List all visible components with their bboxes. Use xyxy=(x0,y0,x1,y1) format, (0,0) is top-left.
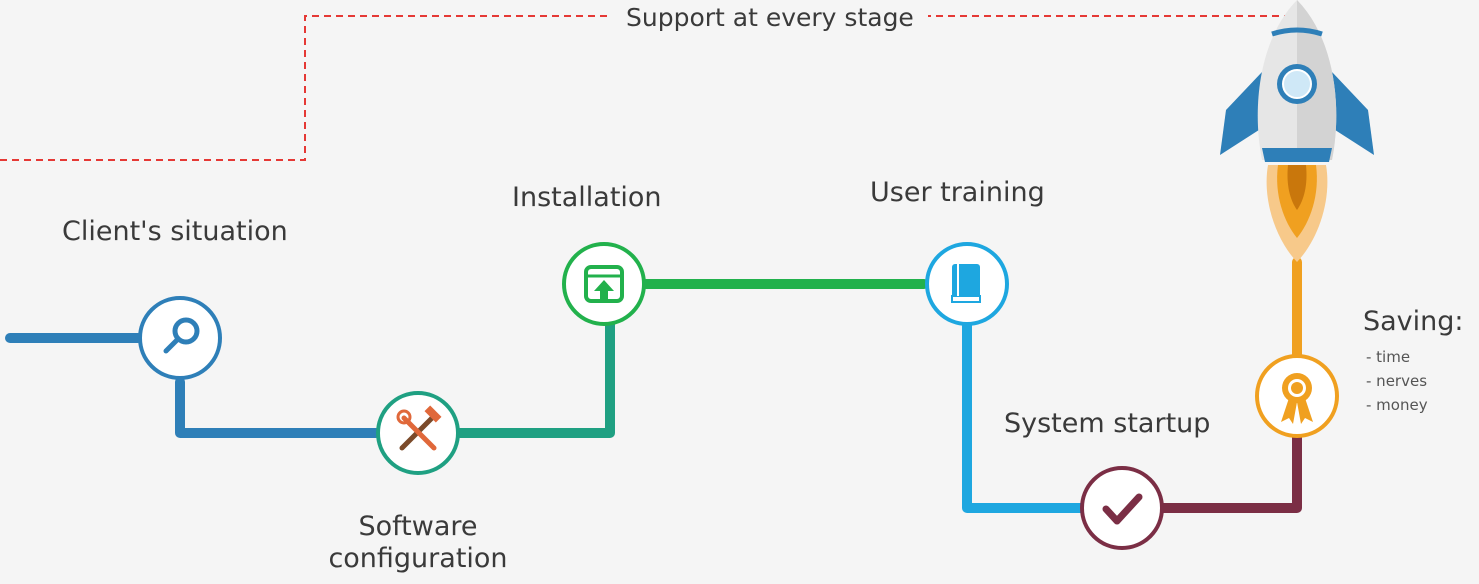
label-installation: Installation xyxy=(512,182,662,213)
stage-node-software-configuration xyxy=(376,391,460,475)
label-software-line2: configuration xyxy=(328,543,508,574)
install-window-icon xyxy=(584,265,624,303)
magnifier-icon xyxy=(163,317,200,354)
label-saving: Saving: xyxy=(1363,306,1464,337)
checkmark-icon xyxy=(1102,493,1143,525)
saving-item: - time xyxy=(1366,348,1411,366)
stage-node-installation xyxy=(562,242,646,326)
stage-node-user-training xyxy=(925,242,1009,326)
support-dashed-line xyxy=(0,15,1290,161)
connector-lines xyxy=(5,257,1302,513)
label-software-configuration: Software configuration xyxy=(318,511,518,575)
stage-node-saving xyxy=(1255,354,1339,438)
label-system-startup: System startup xyxy=(1004,408,1211,439)
label-client-situation: Client's situation xyxy=(62,216,288,247)
stage-node-system-startup xyxy=(1080,466,1164,550)
stage-node-client-situation xyxy=(138,296,222,380)
rocket-icon xyxy=(1220,0,1374,262)
award-ribbon-icon xyxy=(1281,373,1313,424)
tools-icon xyxy=(396,405,442,451)
support-banner: Support at every stage xyxy=(612,3,928,33)
book-icon xyxy=(951,264,981,303)
saving-item: - money xyxy=(1366,396,1428,414)
saving-item: - nerves xyxy=(1366,372,1428,390)
label-software-line1: Software xyxy=(358,511,478,542)
label-user-training: User training xyxy=(870,177,1045,208)
